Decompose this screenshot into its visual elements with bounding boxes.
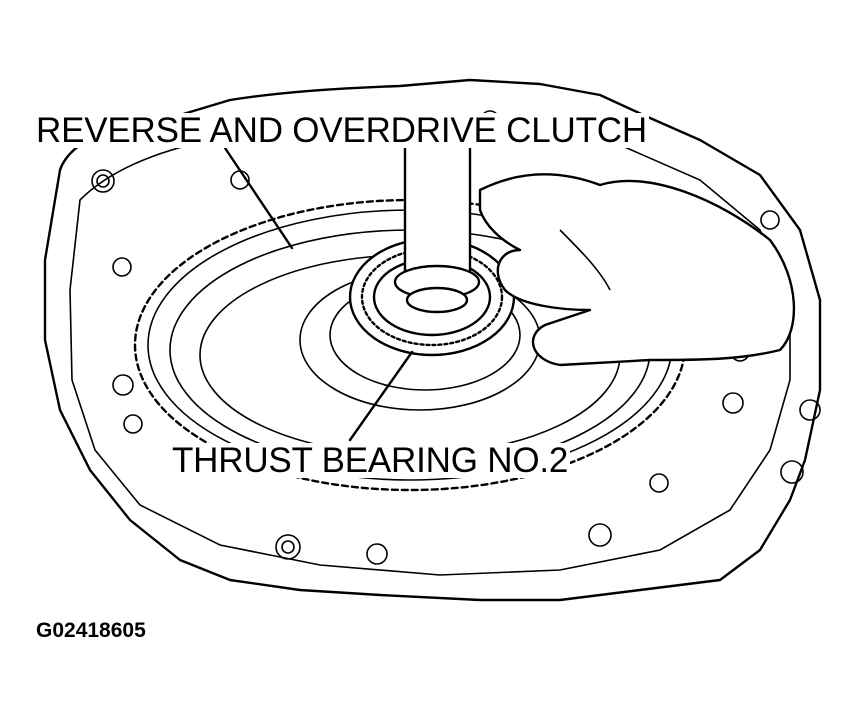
finger-line xyxy=(559,229,611,291)
bolt-holes xyxy=(91,110,821,565)
shaft-tip xyxy=(405,286,469,314)
hand xyxy=(478,173,796,367)
label-reverse-overdrive-clutch: REVERSE AND OVERDRIVE CLUTCH xyxy=(34,111,649,150)
label-thrust-bearing: THRUST BEARING NO.2 xyxy=(170,441,571,480)
figure-id: G02418605 xyxy=(36,619,146,642)
leader-bearing xyxy=(348,350,414,442)
leader-clutch xyxy=(223,146,294,250)
